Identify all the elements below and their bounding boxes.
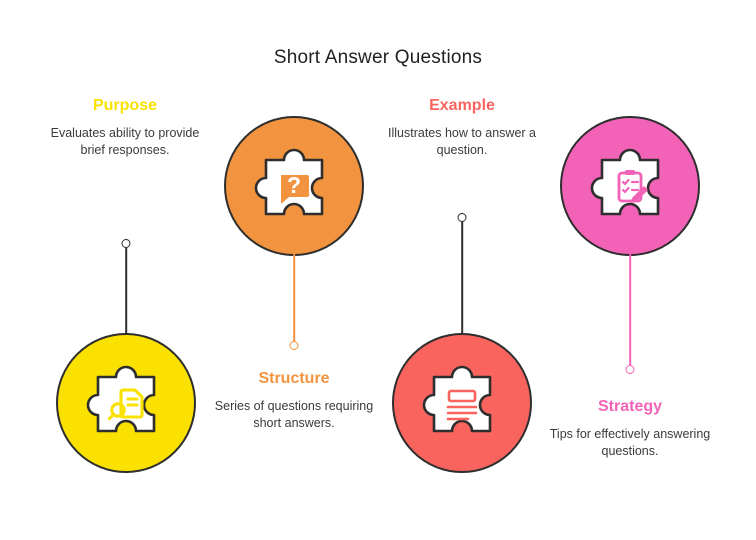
- connector-endpoint-dot: [457, 213, 467, 222]
- section-purpose: Purpose Evaluates ability to provide bri…: [30, 96, 220, 159]
- puzzle-piece-coral: [422, 365, 492, 433]
- connector-strategy: [624, 248, 636, 374]
- section-strategy: Strategy Tips for effectively answering …: [535, 397, 725, 460]
- section-description-structure: Series of questions requiring short answ…: [214, 399, 374, 430]
- section-example: Example Illustrates how to answer a ques…: [367, 96, 557, 159]
- page-title: Short Answer Questions: [273, 47, 483, 68]
- icon-node-purpose[interactable]: [56, 333, 196, 473]
- puzzle-piece-orange: ?: [254, 148, 324, 216]
- connector-example: [456, 213, 468, 341]
- section-structure: Structure Series of questions requiring …: [199, 369, 389, 432]
- section-heading-structure: Structure: [258, 370, 330, 387]
- section-heading-strategy: Strategy: [597, 398, 663, 415]
- section-description-purpose: Evaluates ability to provide brief respo…: [50, 126, 200, 157]
- connector-endpoint-dot: [121, 239, 131, 248]
- question-speech-bubble-icon: ?: [281, 172, 309, 204]
- section-description-strategy: Tips for effectively answering questions…: [549, 427, 711, 458]
- icon-node-example[interactable]: [392, 333, 532, 473]
- connector-line: [293, 250, 295, 350]
- document-search-icon: [107, 388, 144, 421]
- connector-line: [125, 239, 127, 351]
- svg-text:?: ?: [287, 172, 301, 198]
- connector-purpose: [120, 239, 132, 351]
- icon-node-structure[interactable]: ?: [224, 116, 364, 256]
- connector-structure: [288, 250, 300, 350]
- section-heading-example: Example: [429, 97, 495, 114]
- connector-line: [461, 213, 463, 341]
- section-heading-purpose: Purpose: [92, 97, 157, 114]
- icon-node-strategy[interactable]: [560, 116, 700, 256]
- connector-endpoint-dot: [289, 341, 299, 350]
- connector-endpoint-dot: [625, 365, 635, 374]
- puzzle-piece-yellow: [86, 365, 156, 433]
- clipboard-checklist-pencil-icon: [617, 170, 648, 203]
- puzzle-piece-pink: [590, 148, 660, 216]
- connector-line: [629, 248, 631, 374]
- section-description-example: Illustrates how to answer a question.: [388, 126, 536, 157]
- form-lines-icon: [446, 389, 478, 421]
